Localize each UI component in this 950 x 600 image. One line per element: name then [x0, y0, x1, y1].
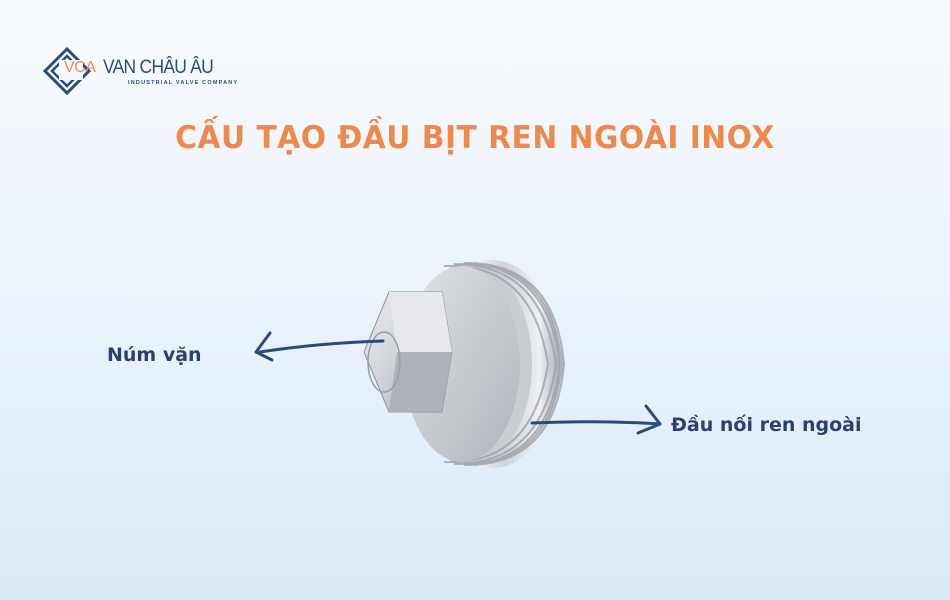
- logo-diamond-icon: [42, 46, 92, 96]
- part-label-male-thread: Đầu nối ren ngoài: [671, 414, 862, 436]
- brand-name: VAN CHÂU ÂU: [103, 57, 214, 78]
- plug-product-image: [363, 260, 566, 468]
- brand-tagline: INDUSTRIAL VALVE COMPANY: [128, 80, 239, 86]
- company-logo: VCA VAN CHÂU ÂU INDUSTRIAL VALVE COMPANY: [42, 46, 242, 96]
- page-title: CẤU TẠO ĐẦU BỊT REN NGOÀI INOX: [175, 120, 775, 156]
- logo-mark-text: VCA: [64, 59, 96, 76]
- part-label-knob: Núm vặn: [107, 344, 202, 366]
